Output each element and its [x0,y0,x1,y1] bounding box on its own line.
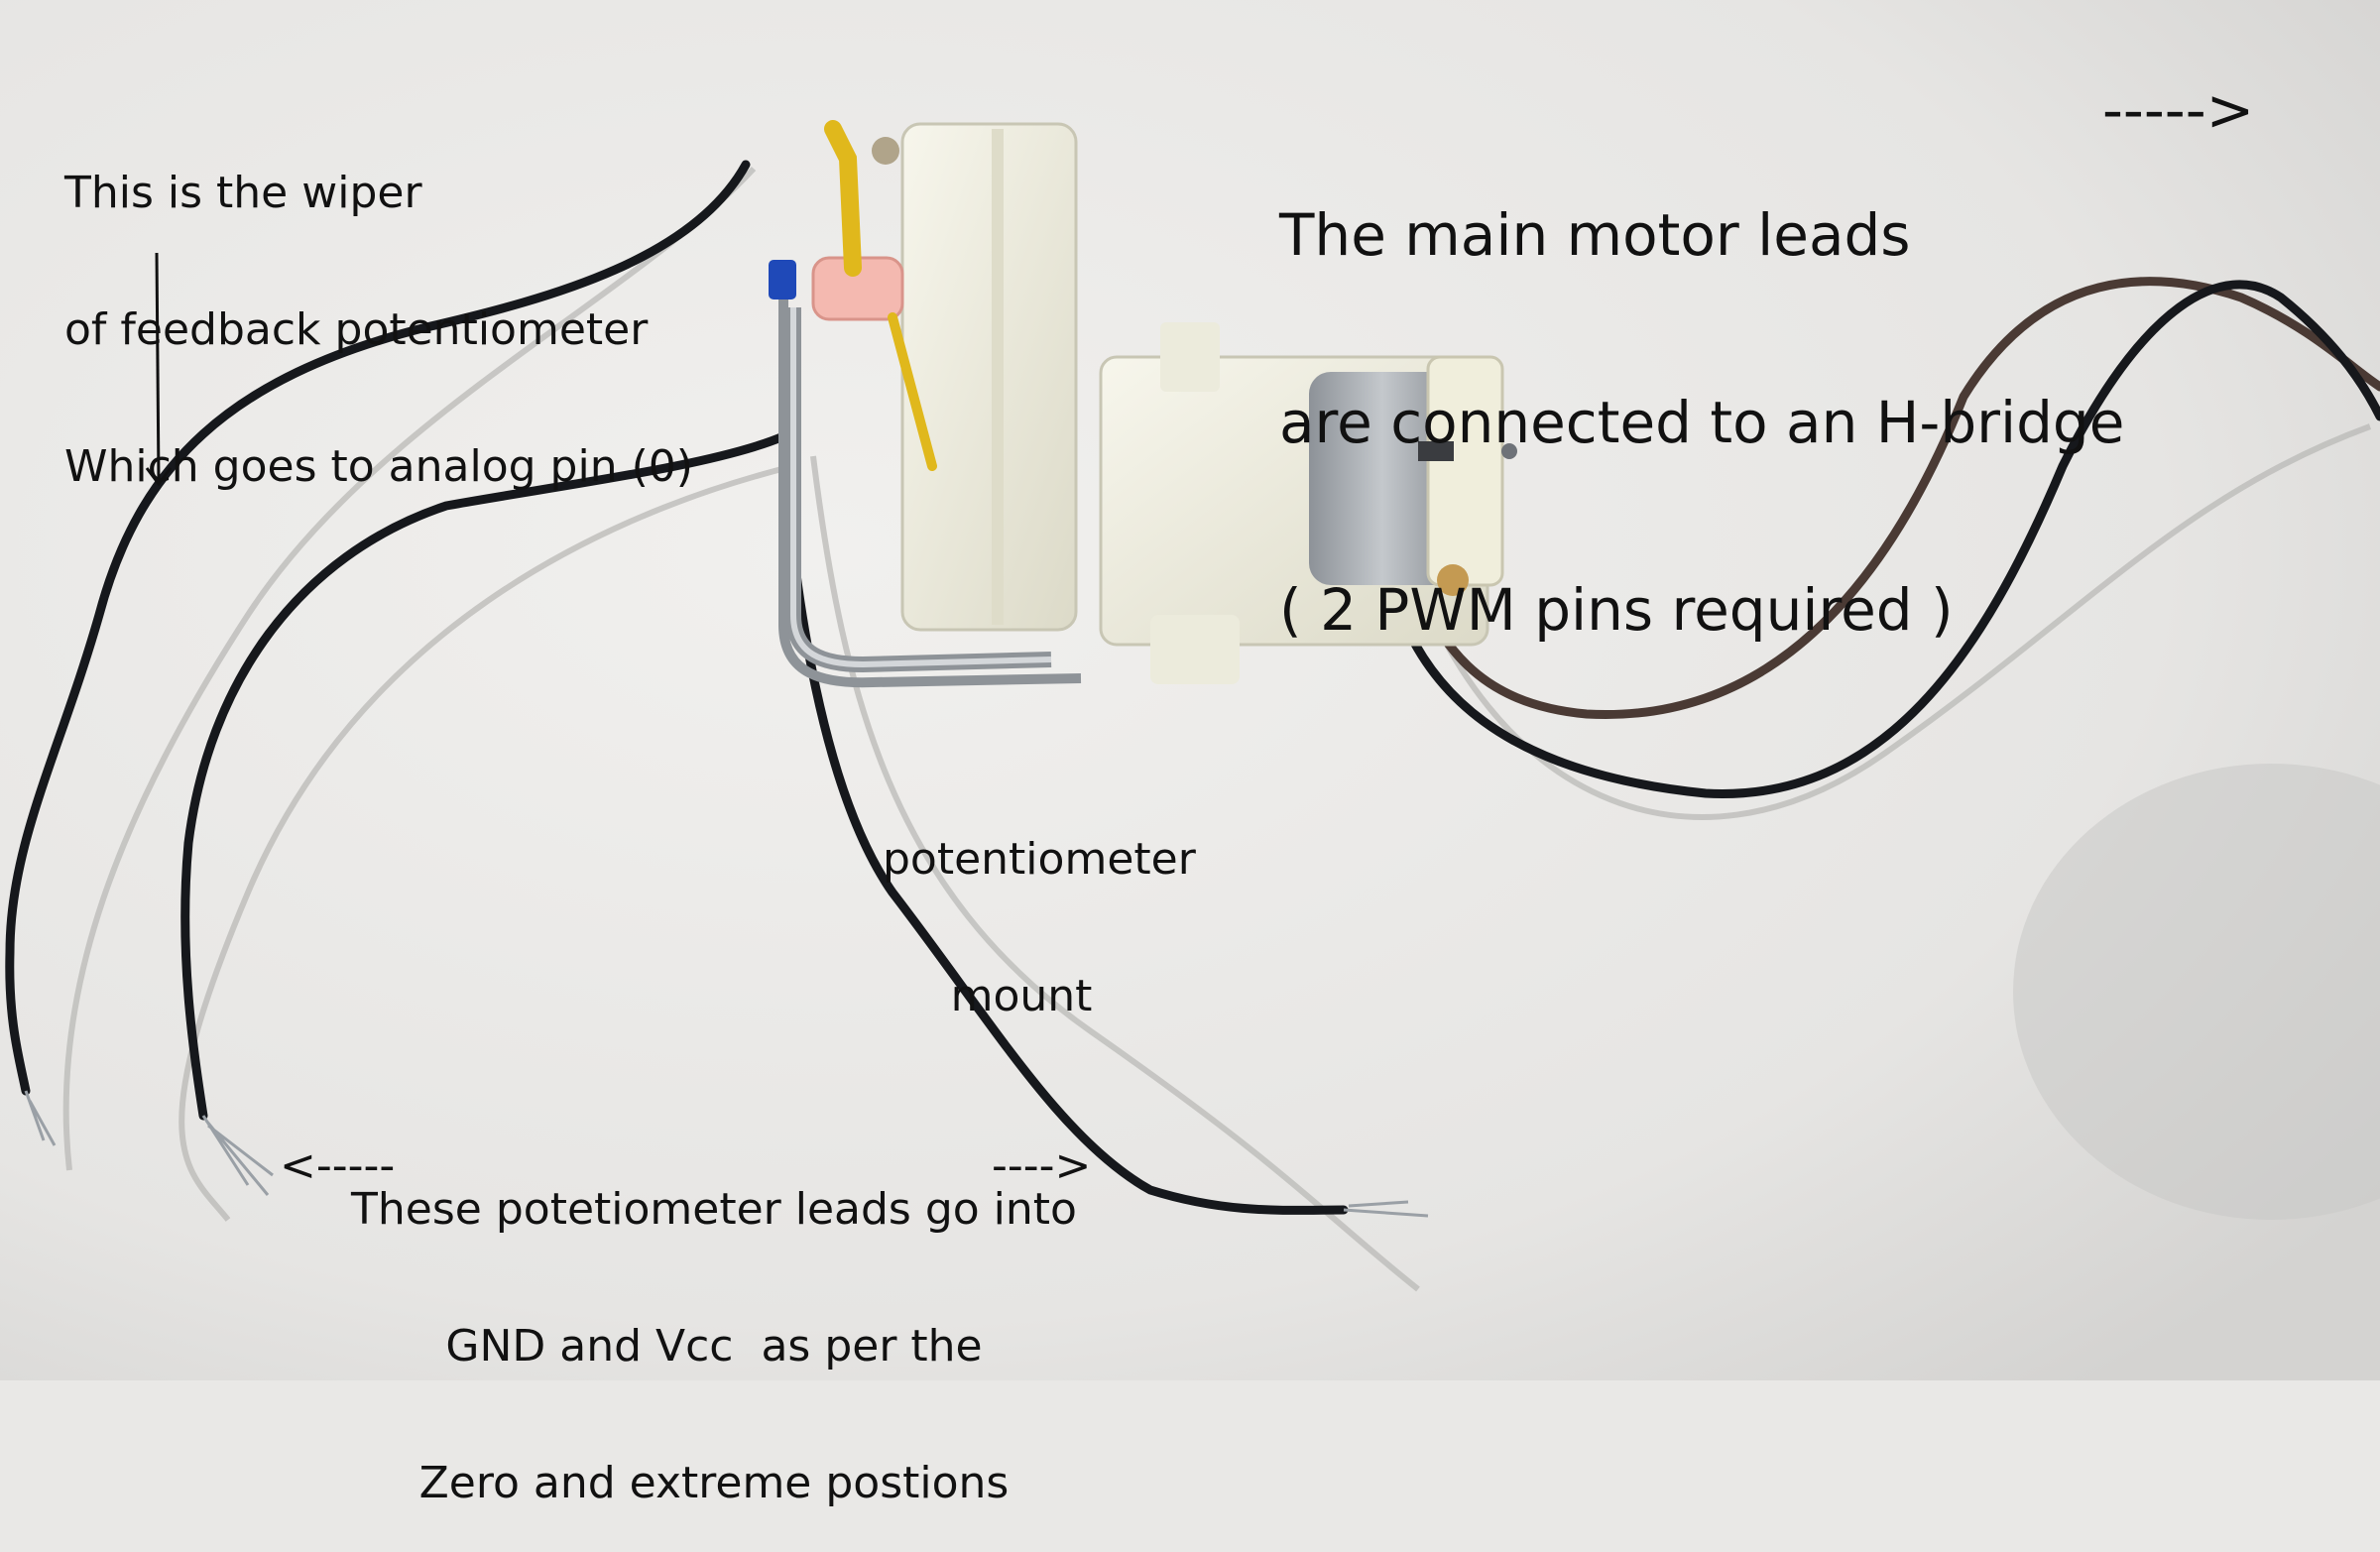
photo-scene [0,0,2380,1380]
potentiometer [769,120,937,471]
leads-note-line-3: Zero and extreme postions [418,1458,1010,1508]
wire-shadows [62,166,2372,1292]
leads-note-line-2: GND and Vcc as per the [445,1321,983,1372]
mount-note-line-1: potentiometer [883,834,1196,885]
wiper-arrow-icon [145,252,173,487]
motor-lead-brown [1403,277,2380,720]
wiper-note-line-2: of feedback potentiometer [64,304,649,355]
motor-note-line-1: The main motor leads [1279,201,1911,269]
motor-note: The main motor leads are connected to an… [1279,79,2124,704]
dc-motor [1309,355,1517,596]
mount-note: potentiometer mount [883,746,1196,1065]
potentiometer-mount [778,298,1082,688]
wiper-wire [5,160,751,1146]
motor-note-line-2: are connected to an H-bridge [1279,389,2125,456]
motor-arrow: -----> [2102,76,2255,144]
gnd-vcc-wire-left [180,431,788,1196]
leads-note: These potetiometer leads go into GND and… [327,1096,1101,1552]
leads-note-line-1: These potetiometer leads go into [351,1184,1077,1235]
motor-lead-black [1383,280,2380,798]
leads-right-arrow: ----> [992,1140,1092,1191]
leads-left-arrow: <----- [280,1140,396,1191]
wiper-note-line-1: This is the wiper [64,168,422,218]
mount-note-line-2: mount [950,971,1093,1021]
motor-note-line-3: ( 2 PWM pins required ) [1279,576,1954,644]
wiper-note: This is the wiper of feedback potentiome… [64,79,693,536]
wiper-note-line-3: Which goes to analog pin (0) [64,441,693,492]
